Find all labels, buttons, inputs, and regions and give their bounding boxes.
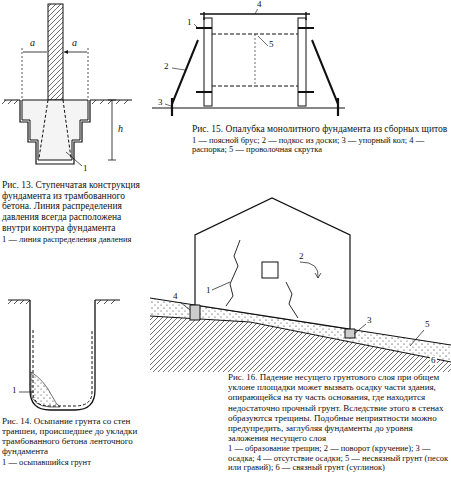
caption-legend: 1 — поясной брус; 2 — подкос из доски; 3… [192,136,448,155]
fig16 [150,198,451,372]
callout-number: 6 [430,356,437,365]
fig15 [152,8,345,116]
dimension-letter: a [29,38,36,48]
dimension-letter: a [71,38,78,48]
callout-number: 1 [11,386,18,395]
callout-number: 2 [163,62,170,71]
caption-legend: 1 — осыпавшийся грунт [2,458,150,468]
dimension-letter: h [117,124,124,134]
callout-number: 3 [366,316,373,325]
callout-number: 4 [172,292,179,301]
caption-legend: 1 — линия распределения давления [2,235,144,245]
figure-caption: Рис. 15. Опалубка монолитного фундамента… [192,124,448,135]
figure-caption: Рис. 16. Падение несущего грунтового сло… [228,372,449,443]
callout-number: 5 [268,40,275,49]
figure-caption: Рис. 13. Ступенчатая конструкция фундаме… [2,180,144,234]
callout-number: 4 [256,0,263,9]
figure-caption: Рис. 14. Осыпание грунта со стен траншеи… [2,416,150,457]
callout-number: 5 [424,320,431,329]
callout-number: 1 [186,18,193,27]
fig13 [2,4,132,166]
fig14 [8,300,120,410]
callout-number: 3 [157,98,164,107]
callout-number: 1 [205,286,212,295]
caption-legend: 1 — образование трещин; 2 — поворот (кру… [228,444,449,473]
callout-number: 1 [82,164,89,173]
callout-number: 2 [298,252,305,261]
